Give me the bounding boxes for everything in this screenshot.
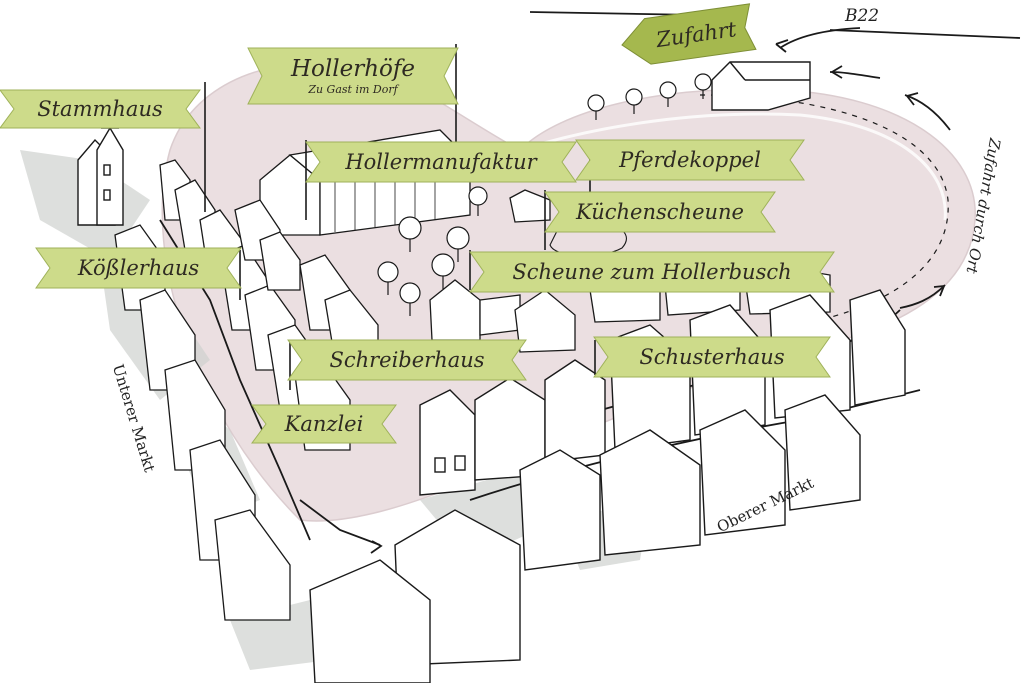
banner-label: Kößlerhaus [77,255,200,280]
banner-koesslerhaus[interactable]: Kößlerhaus [35,247,242,289]
banner-label: Scheune zum Hollerbusch [512,259,792,284]
banner-label: Stammhaus [37,96,163,121]
banner-kuechenscheune[interactable]: Küchenscheune [544,191,776,233]
banner-shape [35,247,242,289]
banner-sublabel: Zu Gast im Dorf [308,82,398,96]
road-label-b22: B22 [845,6,880,26]
trees [377,73,712,316]
banner-kanzlei[interactable]: Kanzlei [251,404,397,444]
banner-shape [593,336,831,378]
banner-pferdekoppel[interactable]: Pferdekoppel [575,139,805,181]
banner-label: Hollerhöfe [290,55,415,82]
banner-scheune-zum-hollerbusch[interactable]: Scheune zum Hollerbusch [469,251,835,293]
banner-shape [305,141,577,183]
banner-label: Pferdekoppel [619,147,761,172]
banner-label: Schusterhaus [639,344,785,369]
banner-hollerhoefe[interactable]: Hollerhöfe Zu Gast im Dorf [247,47,459,105]
banner-label: Schreiberhaus [329,347,485,372]
banner-shape [0,89,201,129]
banner-stammhaus[interactable]: Stammhaus [0,89,201,129]
banner-shape [544,191,776,233]
banner-schreiberhaus[interactable]: Schreiberhaus [287,339,527,381]
banner-shape [247,47,459,105]
banner-schusterhaus[interactable]: Schusterhaus [593,336,831,378]
banner-shape [621,3,757,65]
banner-label: Küchenscheune [576,199,744,224]
banner-label: Hollermanufaktur [345,149,537,174]
banner-label: Kanzlei [284,411,364,436]
banner-hollermanufaktur[interactable]: Hollermanufaktur [305,141,577,183]
banner-shape [287,339,527,381]
banner-zufahrt[interactable]: Zufahrt [619,3,757,68]
barn-top-right [711,61,811,111]
banner-shape [251,404,397,444]
banner-shape [469,251,835,293]
banner-shape [575,139,805,181]
